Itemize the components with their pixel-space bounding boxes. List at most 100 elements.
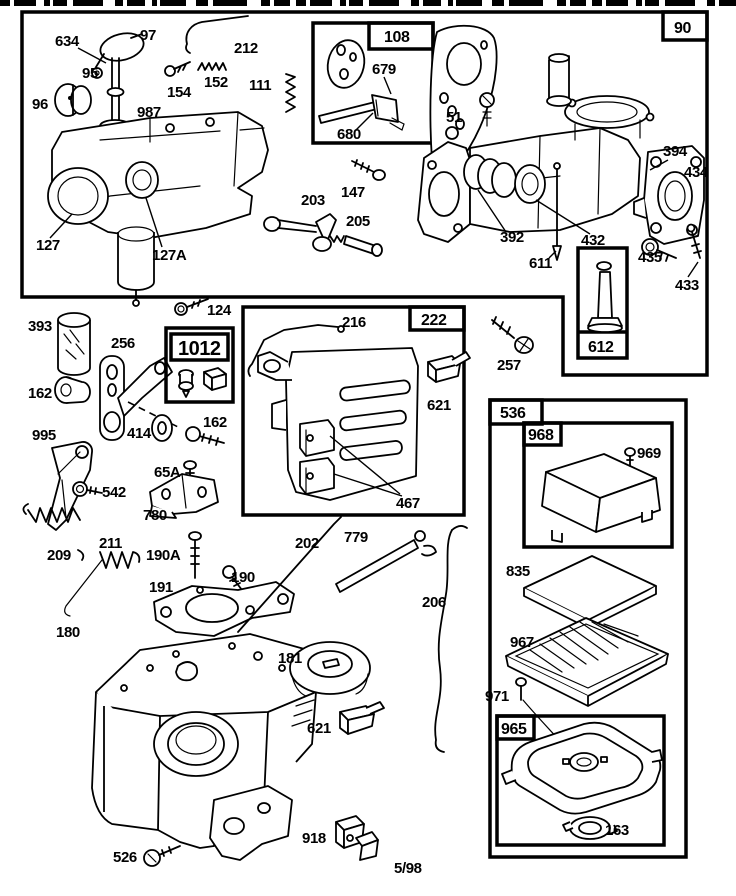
jet-kit-box-1012: [164, 326, 235, 404]
label-918: 918: [302, 830, 326, 847]
label-414: 414: [127, 425, 152, 442]
throttle-lever-203: [263, 213, 337, 252]
label-211: 211: [99, 535, 122, 552]
air-cleaner-base-box-965: [495, 714, 666, 847]
leader-634: [77, 47, 107, 64]
kit-108-shaft-679-680: [318, 94, 405, 131]
box-ref-968: 968: [528, 427, 554, 444]
box-ref-965: 965: [501, 721, 527, 738]
label-154: 154: [167, 84, 192, 101]
label-467: 467: [396, 495, 420, 512]
label-679: 679: [372, 61, 396, 78]
label-203: 203: [301, 192, 325, 209]
screw-190: [222, 565, 243, 591]
label-256: 256: [111, 335, 135, 352]
screw-124: [174, 298, 209, 316]
label-205: 205: [346, 213, 370, 230]
label-97: 97: [140, 27, 156, 44]
label-65A: 65A: [154, 464, 181, 481]
label-432: 432: [581, 232, 605, 249]
label-969: 969: [637, 445, 661, 462]
label-967: 967: [510, 634, 534, 651]
label-147: 147: [341, 184, 365, 201]
label-212: 212: [234, 40, 258, 57]
link-wire-206: [434, 525, 468, 753]
label-611: 611: [529, 255, 552, 272]
label-779: 779: [344, 529, 368, 546]
gasket-163: [562, 816, 618, 840]
bolt-542: [72, 481, 103, 497]
leader-680: [355, 112, 374, 131]
label-621-box: 621: [427, 397, 451, 414]
spring-111: [285, 73, 296, 113]
leader-394: [649, 159, 669, 171]
label-191: 191: [149, 579, 173, 596]
label-162-right: 162: [203, 414, 227, 431]
screw-433: [686, 223, 702, 259]
carburetor-body-right: [417, 53, 655, 243]
control-bracket-plate: [257, 347, 419, 501]
carburetor-body-127: [47, 111, 269, 307]
fuel-cap-181: [289, 641, 371, 697]
screw-190A: [188, 531, 202, 579]
part-labels: 634 97 212 95 96 987 154 152 111 679 680…: [28, 27, 709, 866]
choke-link-wire-212: [185, 15, 249, 54]
box-ref-108: 108: [384, 29, 410, 46]
label-392: 392: [500, 229, 524, 246]
label-206: 206: [422, 594, 446, 611]
air-cleaner-base-pan: [501, 721, 663, 815]
label-995: 995: [32, 427, 56, 444]
control-bracket-box-222: [241, 305, 466, 517]
label-111: 111: [249, 77, 271, 94]
bracket-780: [149, 473, 219, 519]
bracket-995: [47, 441, 93, 531]
leader-679: [383, 76, 392, 95]
needle-valve-kit-box-612: [576, 246, 629, 360]
screw-162-right: [185, 426, 225, 446]
screw-526: [143, 845, 181, 867]
label-216: 216: [342, 314, 366, 331]
choke-kit-box-108: [311, 21, 435, 145]
bracket-256: [99, 355, 173, 441]
governor-link-216: [247, 324, 345, 377]
leader-392: [477, 189, 507, 233]
label-51: 51: [446, 109, 462, 126]
air-cleaner-cover-box-968: [522, 421, 674, 549]
fuel-pipe-393: [57, 312, 91, 376]
label-162-left: 162: [28, 385, 52, 402]
filter-cartridge-967: [505, 617, 669, 707]
label-181: 181: [278, 650, 302, 667]
leader-611: [548, 250, 557, 259]
screw-435: [641, 238, 677, 262]
clip-621-near-tank: [339, 701, 385, 735]
throttle-rod-202: [237, 516, 342, 633]
label-542: 542: [102, 484, 126, 501]
label-152: 152: [204, 74, 228, 91]
valve-918: [335, 815, 379, 861]
air-cleaner-cover: [541, 453, 661, 543]
choke-plate-96: [54, 83, 92, 117]
label-96: 96: [32, 96, 48, 113]
label-95: 95: [82, 65, 98, 82]
label-180: 180: [56, 624, 80, 641]
bushing-162-left: [54, 376, 91, 404]
leader-127A: [145, 197, 163, 248]
label-680: 680: [337, 126, 361, 143]
label-394: 394: [663, 143, 688, 160]
kit-108-gasket: [326, 39, 366, 89]
foam-precleaner-835: [523, 555, 657, 629]
label-971: 971: [485, 688, 509, 705]
screw-257: [491, 316, 534, 354]
label-835: 835: [506, 563, 530, 580]
needle-611: [552, 162, 562, 261]
pin-205: [329, 235, 383, 257]
spring-211: [64, 551, 141, 617]
label-190: 190: [231, 569, 255, 586]
seal-rings-392-432: [463, 154, 546, 204]
label-127A: 127A: [152, 247, 187, 264]
label-393: 393: [28, 318, 52, 335]
air-cleaner-group-box-536: [488, 398, 688, 859]
label-435: 435: [638, 249, 662, 266]
